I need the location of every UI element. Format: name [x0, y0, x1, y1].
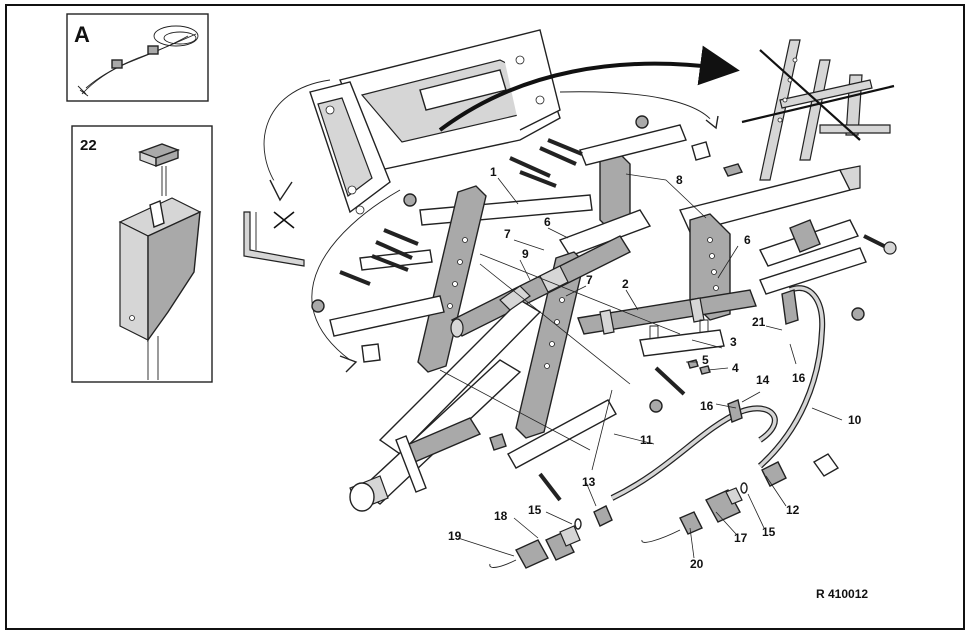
- removed-bracket-left: [243, 211, 305, 267]
- rotate-arrow-top: [559, 91, 716, 126]
- main-assembly: [329, 124, 867, 512]
- inset-a-label: A: [74, 22, 90, 47]
- rotate-arrow-left-head: [269, 179, 293, 202]
- plate-7-left: [417, 185, 487, 373]
- callout-17: 17: [734, 531, 748, 545]
- callout-4: 4: [732, 361, 739, 375]
- move-arrow-right: [438, 45, 740, 132]
- callout-1: 1: [490, 165, 497, 179]
- callout-2: 2: [622, 277, 629, 291]
- rotate-arrow-lower: [311, 189, 401, 361]
- callout-8: 8: [676, 173, 683, 187]
- callout-16b: 16: [700, 399, 714, 413]
- callout-14: 14: [756, 373, 770, 387]
- inset-a: A: [66, 13, 209, 102]
- callout-9: 9: [522, 247, 529, 261]
- mounting-bracket: [309, 29, 561, 215]
- rotate-arrow-lower-head: [339, 355, 358, 373]
- hoses: [610, 285, 826, 501]
- link-1: [419, 194, 593, 226]
- reference-number: R 410012: [816, 587, 868, 601]
- callout-18: 18: [494, 509, 508, 523]
- callout-21: 21: [752, 315, 766, 329]
- callouts: 1 2 3 4 5 6 6 7 7 8 9 10 11 12 13 14 15 …: [448, 165, 862, 571]
- callout-7a: 7: [504, 227, 511, 241]
- callout-7b: 7: [586, 273, 593, 287]
- callout-16a: 16: [792, 371, 806, 385]
- rotate-arrow-top-head: [705, 115, 719, 130]
- removed-parts-crossed: [741, 39, 895, 181]
- callout-15a: 15: [528, 503, 542, 517]
- bracket-3: [639, 329, 725, 357]
- inset-a-box: [66, 13, 209, 102]
- callout-15b: 15: [762, 525, 776, 539]
- inset-22-label: 22: [80, 137, 97, 154]
- leader-lines: [439, 173, 843, 559]
- inset-22: 22: [71, 125, 213, 383]
- callout-6a: 6: [544, 215, 551, 229]
- switch-illustration: [118, 143, 202, 380]
- callout-10: 10: [848, 413, 862, 427]
- callout-20: 20: [690, 557, 704, 571]
- callout-11: 11: [640, 433, 653, 447]
- callout-19: 19: [448, 529, 462, 543]
- callout-3: 3: [730, 335, 737, 349]
- callout-12: 12: [786, 503, 800, 517]
- callout-6b: 6: [744, 233, 751, 247]
- callout-5: 5: [702, 353, 709, 367]
- couplings: [489, 461, 787, 569]
- cable-coil-illustration: [77, 25, 199, 97]
- callout-13: 13: [582, 475, 596, 489]
- rotate-arrow-left: [263, 79, 331, 191]
